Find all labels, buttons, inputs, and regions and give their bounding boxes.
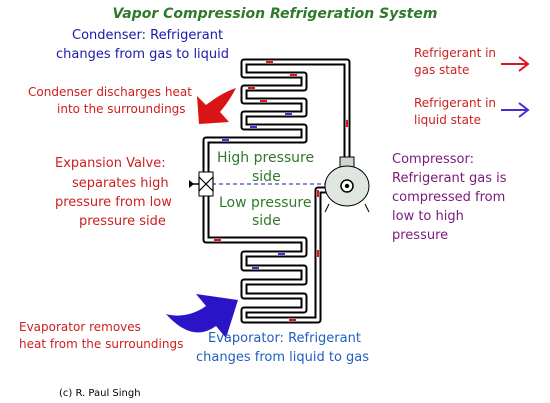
condenser-heat-line2: into the surroundings [57, 102, 186, 116]
legend-gas-arrow [501, 56, 530, 72]
legend-liquid-line2: liquid state [414, 113, 482, 127]
low-pressure-line1: Low pressure [219, 195, 312, 211]
low-pressure-line2: side [252, 213, 281, 229]
valve-label-line1: Expansion Valve: [55, 156, 166, 171]
condenser-label-line1: Condenser: Refrigerant [72, 28, 224, 43]
evaporator-heat-line2: heat from the surroundings [19, 337, 184, 351]
compressor-label-line2: Refrigerant gas is [392, 171, 507, 186]
copyright-credit: (c) R. Paul Singh [59, 388, 141, 399]
evaporator-heat-line1: Evaporator removes [19, 320, 141, 334]
legend-gas-line1: Refrigerant in [414, 46, 497, 60]
condenser-label-line2: changes from gas to liquid [56, 47, 230, 62]
gas-flow-marks [214, 61, 348, 321]
expansion-valve [189, 171, 214, 197]
compressor-label-line4: low to high [392, 209, 464, 224]
compressor-label-line3: compressed from [392, 190, 506, 205]
heat-absorb-arrow [166, 294, 238, 338]
legend-liquid-arrow [501, 102, 530, 118]
high-pressure-line1: High pressure [217, 150, 315, 166]
legend-liquid-line1: Refrigerant in [414, 96, 497, 110]
liquid-flow-marks [222, 113, 292, 269]
legend-gas-line2: gas state [414, 63, 470, 77]
compressor-label-line1: Compressor: [392, 152, 474, 167]
condenser-coil [202, 58, 351, 190]
compressor-label-line5: pressure [392, 228, 449, 243]
valve-label-line4: pressure side [79, 214, 166, 229]
valve-label-line3: pressure from low [55, 195, 172, 210]
evaporator-coil [202, 186, 336, 324]
compressor-unit [324, 156, 370, 213]
evaporator-label-line1: Evaporator: Refrigerant [208, 331, 361, 346]
valve-label-line2: separates high [72, 176, 169, 191]
diagram-title: Vapor Compression Refrigeration System [112, 6, 438, 22]
heat-discharge-arrow [197, 88, 236, 124]
condenser-heat-line1: Condenser discharges heat [28, 85, 192, 99]
evaporator-label-line2: changes from liquid to gas [196, 350, 370, 365]
high-pressure-line2: side [252, 169, 281, 185]
